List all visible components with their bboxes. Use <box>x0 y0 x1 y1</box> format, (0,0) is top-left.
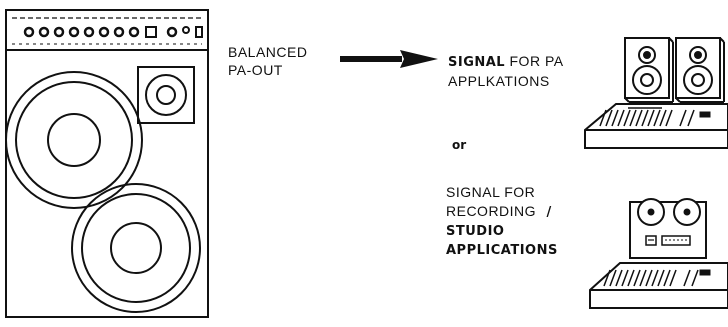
control-panel <box>12 17 203 45</box>
pa-signal-label: SIGNAL FOR PA APPLKATIONS <box>448 52 564 90</box>
pa-speaker-right <box>675 37 725 103</box>
pa-mixer <box>584 103 728 149</box>
upper-woofer <box>5 71 143 209</box>
signal-arrow <box>340 50 438 68</box>
lower-woofer <box>71 183 201 313</box>
pa-signal-bold: SIGNAL <box>448 55 506 70</box>
pa-setup-illustration <box>584 37 728 149</box>
recording-text: RECORDING <box>446 203 537 219</box>
or-text: or <box>452 138 467 152</box>
balanced-label-line1: BALANCED <box>228 44 308 60</box>
amplifier-cabinet-illustration <box>5 9 209 318</box>
slash-text: / <box>546 205 552 220</box>
studio-mixer <box>589 262 728 309</box>
studio-signal-line2: RECORDING / <box>446 202 558 222</box>
pa-speaker-left <box>624 37 674 103</box>
studio-signal-line3: STUDIO <box>446 224 505 239</box>
balanced-label-line2: PA-OUT <box>228 62 283 78</box>
studio-signal-line4: APPLICATIONS <box>446 243 558 258</box>
studio-signal-label: SIGNAL FOR RECORDING / STUDIO APPLICATIO… <box>446 183 558 260</box>
balanced-pa-out-label: BALANCED PA-OUT <box>228 43 307 79</box>
pa-signal-line2: APPLKATIONS <box>448 73 550 89</box>
studio-signal-line1: SIGNAL FOR <box>446 184 536 200</box>
pa-signal-line1: SIGNAL FOR PA <box>448 52 564 72</box>
tape-recorder <box>629 198 707 259</box>
pa-signal-rest: FOR PA <box>505 53 564 69</box>
studio-setup-illustration <box>589 198 728 309</box>
tweeter <box>137 66 195 124</box>
